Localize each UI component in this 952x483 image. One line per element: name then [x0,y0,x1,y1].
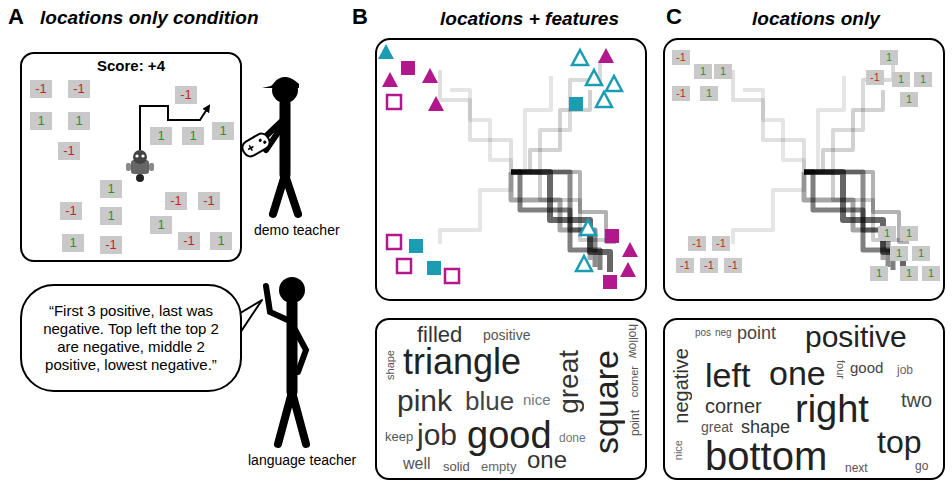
panel-letter: A [8,4,24,30]
cloud-word: one [527,448,567,472]
reward-tile: 1 [922,266,940,281]
cloud-word: right [795,390,869,428]
reward-tile: 1 [900,266,918,281]
reward-tile: -1 [100,236,122,254]
reward-tile: 1 [212,122,234,140]
cloud-word: pink [397,386,452,416]
cloud-word: nice [673,440,684,460]
reward-tile: -1 [700,258,718,273]
cloud-word: next [845,462,868,474]
cloud-word: go [915,460,928,472]
cloud-word: nice [523,392,551,407]
reward-tile: 1 [62,234,84,252]
cloud-word: corner [705,396,762,416]
reward-tile: -1 [198,192,220,210]
cloud-word: great [701,420,733,434]
reward-tile: 1 [694,64,712,79]
reward-tile: 1 [100,180,122,198]
reward-tile: 1 [900,226,918,241]
reward-tile: -1 [165,192,187,210]
reward-tile: -1 [60,202,82,220]
cloud-word: corner [629,366,640,397]
reward-tile: -1 [688,236,706,251]
cloud-word: solid [443,460,470,473]
reward-tile: 1 [890,246,908,261]
reward-tile: 1 [912,246,930,261]
cloud-word: left [705,358,750,392]
reward-tile: 1 [150,216,172,234]
cloud-word: filled [417,324,462,346]
reward-tile: 1 [914,72,932,87]
cloud-word: hollow [627,324,639,358]
reward-tile: 1 [714,64,732,79]
cloud-word: great [555,350,583,414]
reward-tile: -1 [30,80,52,98]
reward-tile: 1 [68,112,90,130]
score-text: Score: +4 [22,57,240,74]
figure-label: demo teacher [252,222,342,238]
reward-tile: 1 [100,207,122,225]
reward-tile: -1 [676,258,694,273]
cloud-word: positive [805,322,907,352]
quote-text: “First 3 positive, last was negative. To… [34,302,228,374]
cloud-word: one [769,356,826,390]
cloud-word: bottom [705,436,827,476]
speech-bubble: “First 3 positive, last was negative. To… [20,284,242,392]
cloud-word: positive [483,328,530,342]
reward-tile: -1 [712,236,730,251]
cloud-word: point [629,410,641,436]
reward-tile: 1 [182,127,204,145]
reward-tile: 1 [150,127,172,145]
cloud-word: keep [385,430,413,443]
cloud-word: square [589,350,623,454]
cloud-word: shape [385,350,396,380]
word-cloud: filled positive hollow shape triangle great pi… [375,318,647,480]
reward-tile: 1 [900,92,918,107]
reward-tile: 1 [870,266,888,281]
cloud-word: four [835,360,846,379]
reward-tile: 1 [30,112,52,130]
reward-tile: 1 [878,226,896,241]
cloud-word: triangle [403,344,521,380]
cloud-word: pos [695,328,711,338]
cloud-word: two [901,390,932,410]
reward-tile: -1 [866,70,884,85]
reward-tile: -1 [178,232,200,250]
reward-tile: 1 [210,232,232,250]
cloud-word: well [403,456,431,472]
cloud-word: point [737,324,776,342]
cloud-word: negative [671,348,691,424]
word-cloud: posnegpointpositivenegativeleftonefourgo… [663,318,945,480]
cloud-word: blue [465,388,514,414]
cloud-word: neg [715,328,732,338]
figure-label: language teacher [246,452,358,468]
cloud-word: top [877,426,921,458]
panel-title: locations only [752,8,880,30]
game-board: Score: +4 [20,52,242,262]
reward-tile: -1 [672,50,690,65]
reward-tile: -1 [68,80,90,98]
cloud-word: good [850,360,883,375]
cloud-word: shape [741,418,790,436]
reward-tile: -1 [175,86,197,104]
reward-tile: -1 [58,142,80,160]
reward-tile: -1 [672,86,690,101]
reward-tile: 1 [700,86,718,101]
reward-tile: 1 [880,50,898,65]
panel-letter: C [666,4,682,30]
panel-title: locations only condition [40,7,259,29]
cloud-word: done [559,432,586,444]
cloud-word: empty [481,460,516,473]
cloud-word: job [897,364,913,376]
panel-title: locations + features [440,8,619,30]
panel-letter: B [352,4,368,30]
reward-tile: 1 [892,72,910,87]
cloud-word: job [417,420,457,450]
reward-tile: -1 [724,258,742,273]
